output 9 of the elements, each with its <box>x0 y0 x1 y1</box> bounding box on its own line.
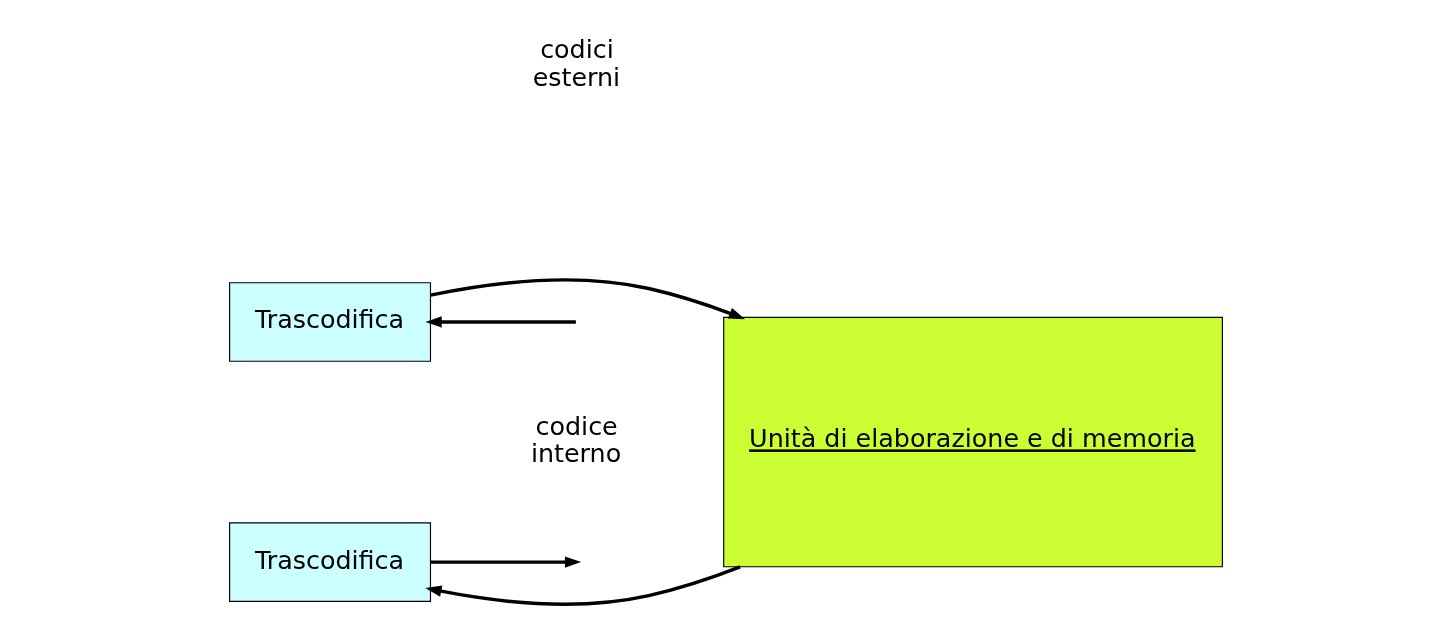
node-box: Unità di elaborazione e di memoria <box>723 316 1223 568</box>
arrow <box>430 556 582 568</box>
label: codice interno <box>530 410 622 469</box>
arrow <box>430 278 746 320</box>
arrow <box>425 316 576 328</box>
node-box: Trascodifica <box>229 282 432 362</box>
label: codici esterni <box>532 34 621 93</box>
arrow <box>425 565 741 606</box>
node-box: Trascodifica <box>229 522 432 602</box>
